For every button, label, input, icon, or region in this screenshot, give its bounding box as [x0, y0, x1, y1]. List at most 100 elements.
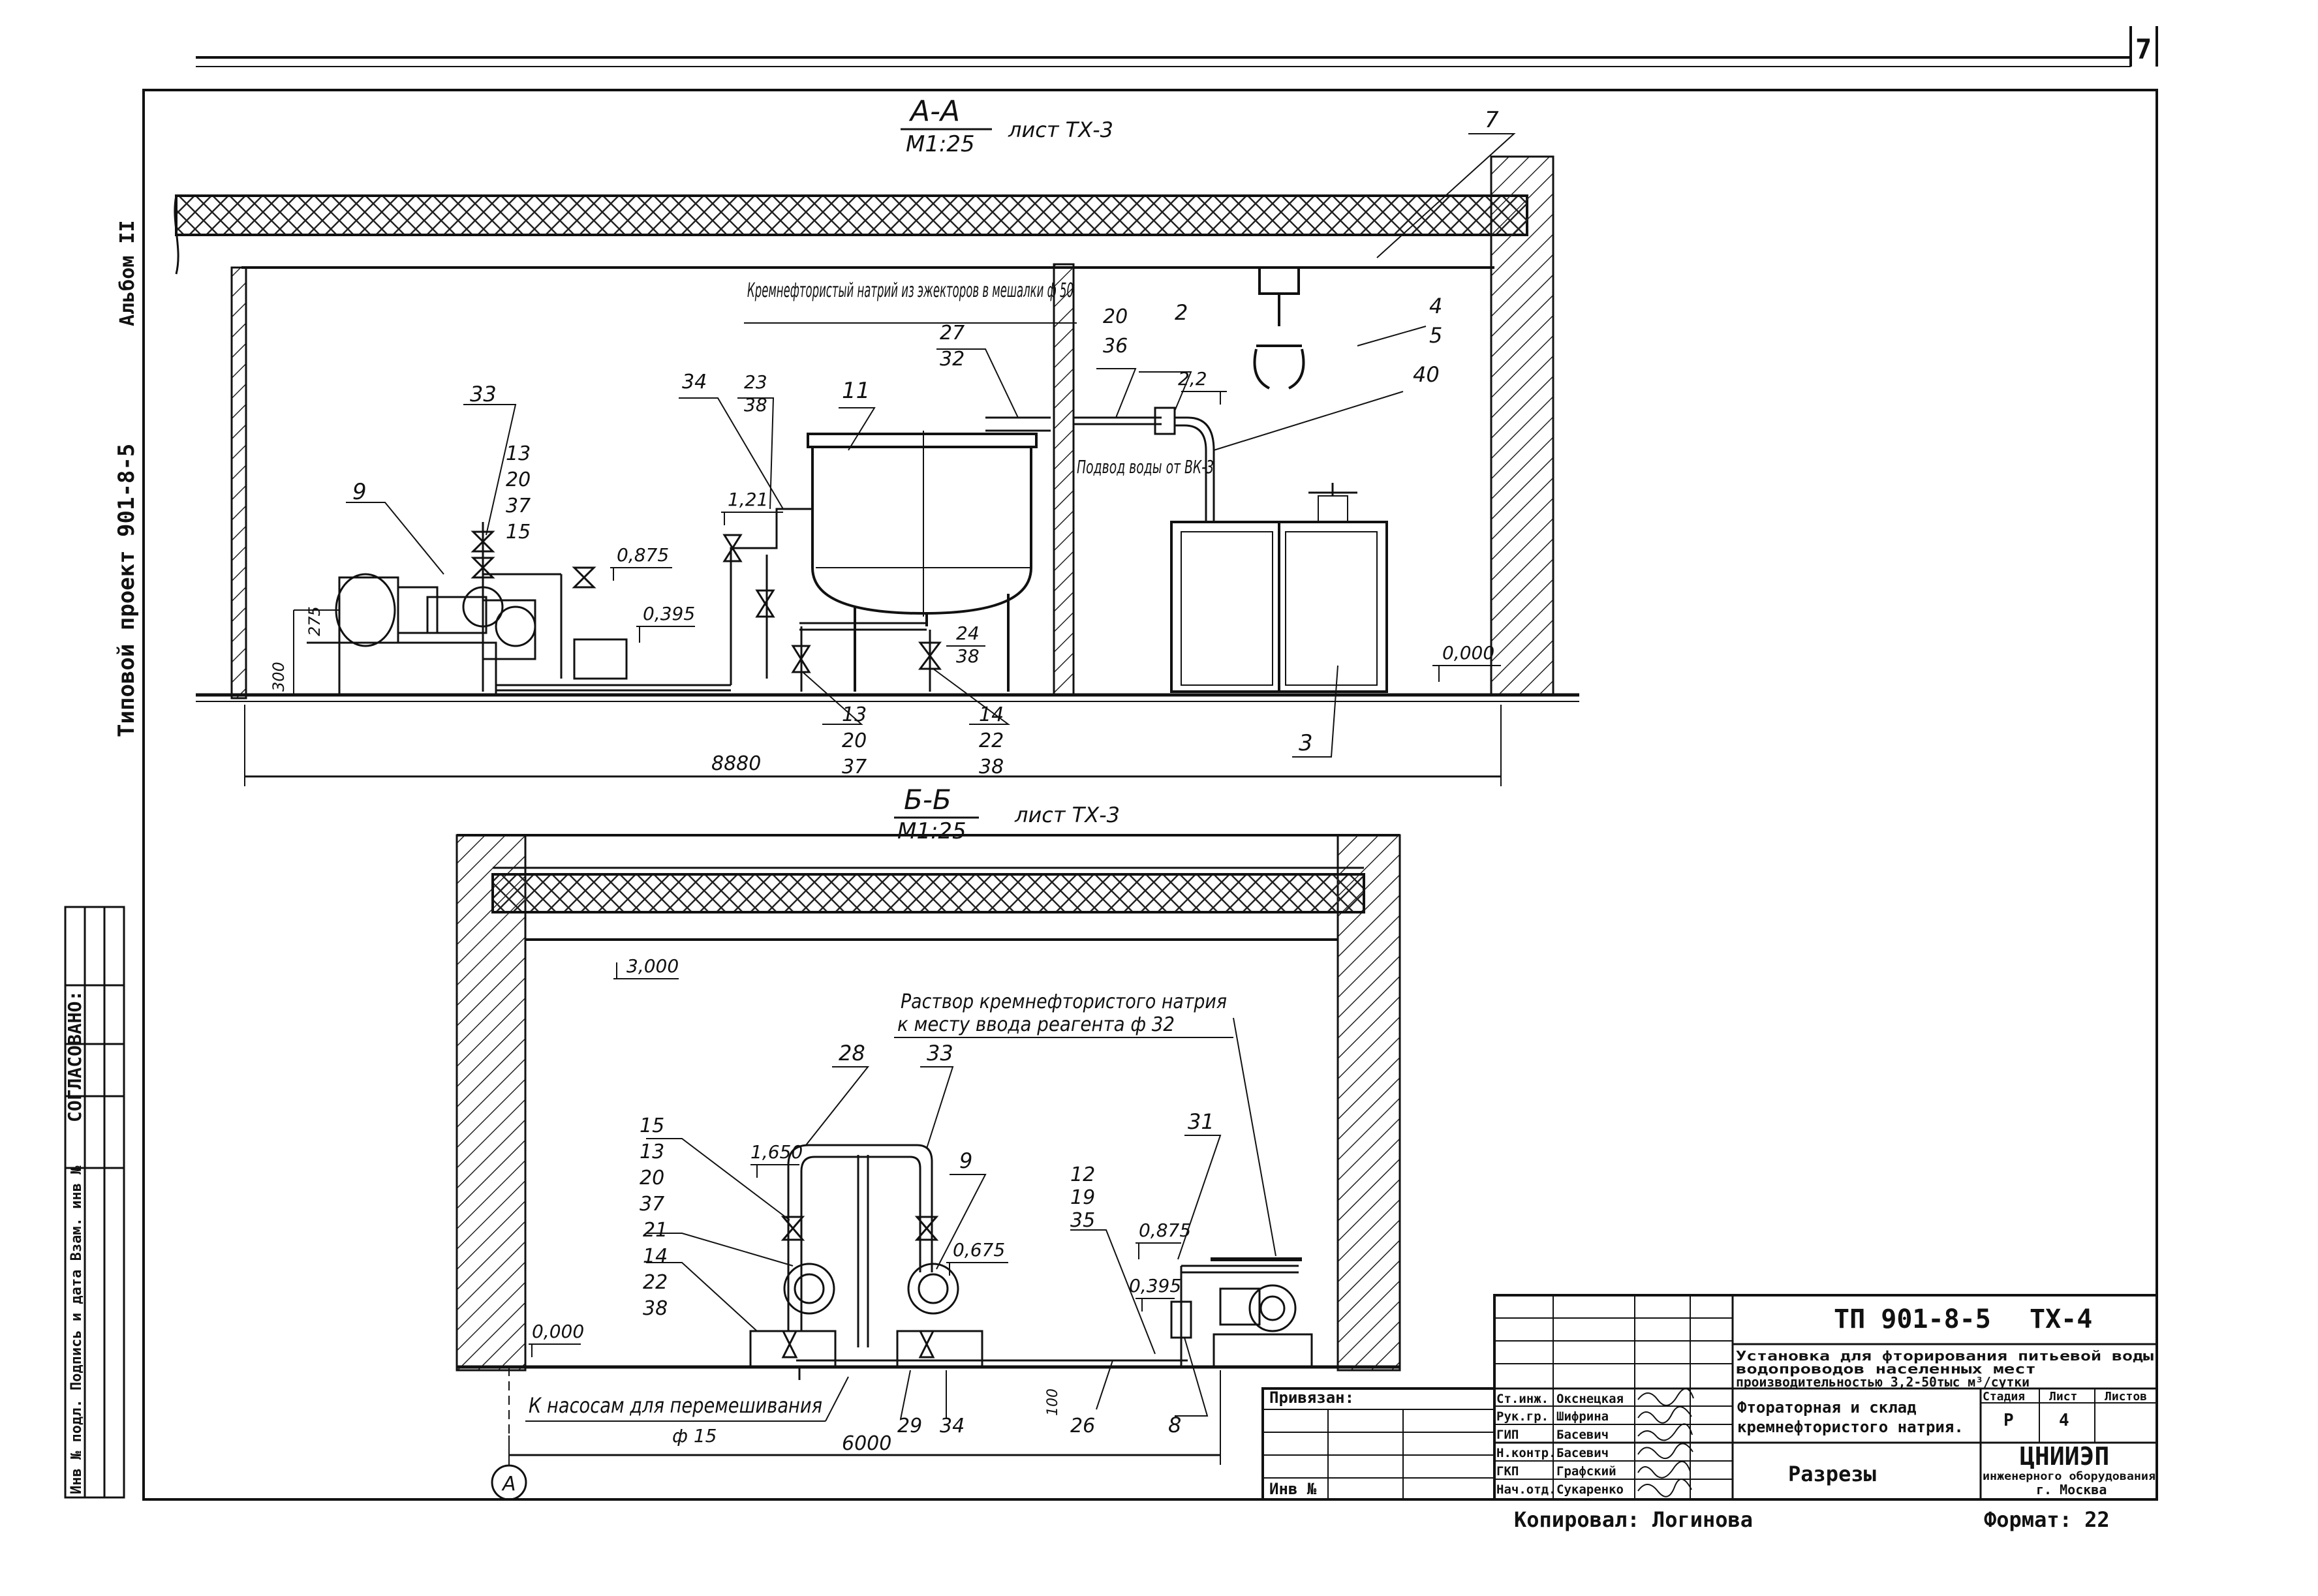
callout-bb-9: 9: [959, 1148, 972, 1173]
callout-2: 2: [1175, 300, 1188, 325]
callout-bb-31: 31: [1188, 1109, 1214, 1134]
staff-role: ГКП: [1496, 1464, 1519, 1479]
sheet-frame: [142, 26, 2158, 1501]
staff-name: Графский: [1556, 1464, 1616, 1479]
dim-275: 275: [305, 606, 324, 636]
signatures: [1637, 1388, 1694, 1497]
callout-bb-13: 13: [640, 1141, 664, 1163]
section-aa-title: А-А: [908, 95, 960, 128]
agreed-label: СОГЛАСОВАНО:: [64, 990, 85, 1122]
staff-name: Сукаренко: [1556, 1482, 1624, 1497]
inv-no-label: Инв №: [1269, 1480, 1317, 1498]
callout-bb-35: 35: [1070, 1209, 1095, 1232]
callout-3: 3: [1299, 730, 1313, 756]
section-bb-scale: М1:25: [897, 818, 966, 844]
section-bb-title: Б-Б: [904, 784, 951, 816]
org-name: ЦНИИЭП: [2020, 1442, 2109, 1471]
callout-bb-20: 20: [640, 1167, 664, 1189]
valve-stack-aa: [471, 522, 731, 692]
callout-11: 11: [842, 378, 870, 404]
wall-right: [1490, 155, 1554, 696]
callout-38c: 38: [979, 756, 1004, 778]
dim-8880: 8880: [711, 752, 761, 775]
staff-name: Басевич: [1556, 1428, 1609, 1442]
elev-bb-0875: 0,875: [1139, 1220, 1191, 1241]
callout-38b: 38: [956, 645, 980, 667]
wall-bb-left: [456, 834, 527, 1372]
callout-24: 24: [956, 622, 980, 644]
section-bb: Б-Б М1:25 лист ТХ-3 3,000 1,650 0,675 0,…: [456, 784, 1401, 1501]
callout-15a: 15: [506, 521, 531, 544]
callout-34: 34: [682, 371, 707, 393]
project-code: ТП 901-8-5: [1834, 1304, 1991, 1334]
callout-bb-37: 37: [640, 1193, 664, 1216]
hoist-hook: [1253, 266, 1305, 390]
elev-aa-121: 1,21: [728, 489, 768, 510]
sheet-code: ТХ-4: [2030, 1304, 2092, 1334]
callout-bb-12: 12: [1070, 1163, 1095, 1186]
elev-bb-0675: 0,675: [953, 1239, 1005, 1261]
staff-role: Рук.гр.: [1496, 1409, 1549, 1424]
org-dept: инженерного оборудования: [1983, 1470, 2156, 1483]
dim-100: 100: [1045, 1389, 1061, 1416]
callout-37b: 37: [842, 756, 867, 778]
sheet-value: 4: [2059, 1411, 2069, 1430]
axis-bubble: [491, 1464, 527, 1501]
callout-bb-34: 34: [940, 1415, 965, 1437]
pipework-aa: [722, 407, 1215, 692]
staff-role: Н.контр.: [1496, 1446, 1556, 1460]
axis-label: А: [501, 1473, 516, 1496]
title-block: Привязан: Инв № ТП 901-8-5 ТХ-4 Установк…: [1261, 1294, 2158, 1501]
stage-label: Стадия: [1983, 1390, 2025, 1404]
approval-strip: [64, 906, 125, 1499]
callout-13b: 13: [842, 703, 867, 726]
section-aa-scale: М1:25: [906, 131, 975, 157]
callout-7: 7: [1485, 107, 1499, 133]
callout-bb-22: 22: [643, 1271, 668, 1294]
cabinet-unit: [1170, 483, 1388, 693]
elev-aa-22: 2,2: [1178, 368, 1207, 390]
elev-aa-875: 0,875: [617, 544, 669, 566]
roof-insulation: [175, 194, 1528, 236]
staff-name: Окснецкая: [1556, 1392, 1624, 1406]
wall-middle: [1053, 263, 1075, 696]
note-pumps-line2: ф 15: [672, 1425, 717, 1447]
callout-leaders-bb: [646, 1066, 1222, 1420]
side-album-label: Альбом II: [116, 220, 139, 326]
callout-38: 38: [744, 394, 767, 416]
note-solution-line2: к месту ввода реагента ф 32: [897, 1013, 1175, 1036]
section-aa: А-А М1:25 лист ТХ-3 8880: [174, 95, 1579, 786]
org-city: г. Москва: [2036, 1482, 2107, 1497]
callout-14: 14: [979, 703, 1004, 726]
callout-bb-28: 28: [839, 1041, 865, 1066]
staff-name: Басевич: [1556, 1446, 1609, 1460]
staff-role: Ст.инж.: [1496, 1392, 1549, 1406]
callout-bb-33: 33: [927, 1041, 953, 1066]
staff-role: ГИП: [1496, 1428, 1519, 1442]
sheets-label: Листов: [2105, 1390, 2147, 1404]
callout-27: 27: [940, 322, 965, 345]
elev-aa-395: 0,395: [643, 603, 695, 624]
callout-leaders-aa: [346, 133, 1516, 758]
callout-bb-8: 8: [1168, 1413, 1181, 1437]
inv-label: Инв № подл. Подпись и дата Взам. инв №: [69, 1165, 85, 1494]
page-number: 7: [2135, 33, 2152, 65]
callout-5: 5: [1429, 323, 1442, 348]
dim-300: 300: [270, 662, 288, 692]
elev-bb-zero: 0,000: [532, 1321, 584, 1342]
staff-name: Шифрина: [1556, 1409, 1609, 1424]
callout-bb-21: 21: [643, 1219, 668, 1242]
drawing-name: Разрезы: [1788, 1462, 1876, 1486]
wall-left: [230, 266, 247, 699]
staff-table: Ст.инж. Окснецкая Рук.гр. Шифрина ГИП Ба…: [1496, 1392, 1624, 1497]
callout-9: 9: [352, 479, 367, 505]
section-bb-sheet-ref: лист ТХ-3: [1014, 803, 1120, 827]
callout-13a: 13: [506, 442, 531, 465]
object-line2: кремнефтористого натрия.: [1737, 1418, 1964, 1436]
description-line1: Установка для фторирования питьевой воды: [1736, 1348, 2154, 1364]
sheet-label: Лист: [2049, 1390, 2077, 1404]
elev-bb-1650: 1,650: [750, 1141, 803, 1163]
callouts-bb: 28 33 15 13 20 37 21 14 22 38 9 12 19 35…: [640, 1041, 1214, 1437]
mixing-tank: [807, 431, 1038, 692]
